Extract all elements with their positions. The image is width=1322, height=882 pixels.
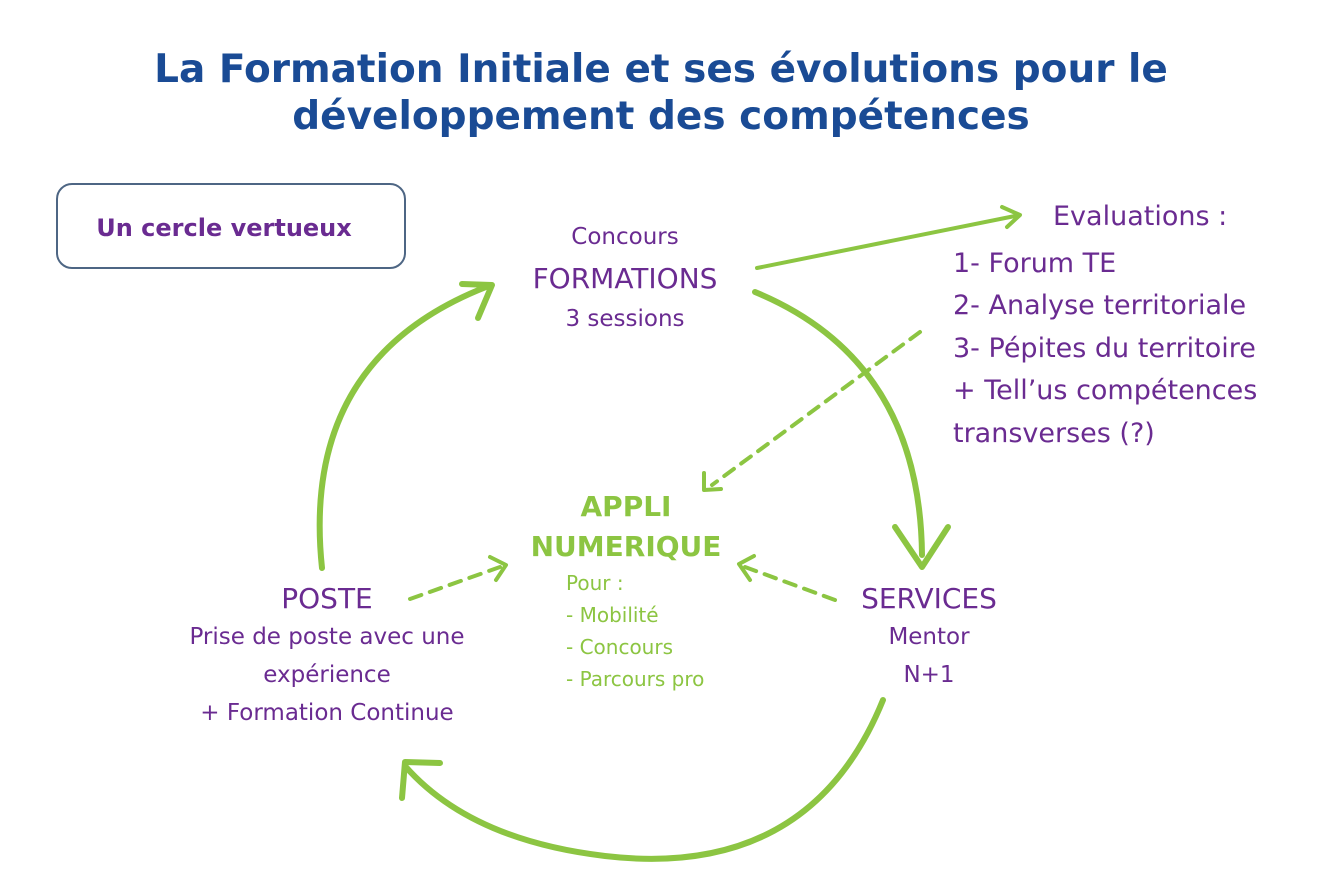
appli-title-line-2: NUMERIQUE xyxy=(530,530,722,563)
evaluation-item: + Tell’us compétences xyxy=(953,375,1258,406)
dashed-arrow-evaluations-to-appli xyxy=(710,330,922,487)
appli-pour-label: Pour : xyxy=(566,571,624,595)
arrowhead-appli-from-evaluations xyxy=(702,471,723,492)
arrowhead-formations xyxy=(459,281,495,321)
arc-poste-to-formations xyxy=(316,284,489,571)
poste-description-line: + Formation Continue xyxy=(200,700,454,726)
poste-description-line: expérience xyxy=(263,662,391,688)
arrowhead-evaluations xyxy=(1000,205,1022,229)
arrowhead-appli-from-services xyxy=(737,554,756,582)
diagram-title-line-2: développement des compétences xyxy=(292,94,1030,139)
services-description-line: Mentor xyxy=(888,624,970,650)
formations-sessions-label: 3 sessions xyxy=(565,306,685,332)
appli-use-item: - Parcours pro xyxy=(566,667,705,691)
arc-formations-to-services xyxy=(752,289,925,558)
appli-use-item: - Mobilité xyxy=(566,603,659,627)
poste-title: POSTE xyxy=(281,582,373,615)
appli-use-item: - Concours xyxy=(566,635,674,659)
services-title: SERVICES xyxy=(861,582,997,615)
evaluation-item: 3- Pépites du territoire xyxy=(953,333,1256,364)
arc-services-to-poste xyxy=(402,697,886,862)
dashed-arrow-services-to-appli xyxy=(743,565,837,602)
evaluation-item: 2- Analyse territoriale xyxy=(953,290,1247,321)
diagram-title-line-1: La Formation Initiale et ses évolutions … xyxy=(154,47,1168,92)
formations-title: FORMATIONS xyxy=(532,262,718,295)
dashed-arrow-poste-to-appli xyxy=(408,565,502,601)
services-description-line: N+1 xyxy=(903,662,955,688)
appli-title-line-1: APPLI xyxy=(580,490,672,523)
arrow-formations-to-evaluations xyxy=(755,214,1017,270)
arrowhead-poste xyxy=(399,759,443,801)
arrowhead-services xyxy=(892,524,951,570)
cercle-vertueux-badge: Un cercle vertueux xyxy=(56,183,406,269)
evaluation-item: 1- Forum TE xyxy=(953,248,1117,279)
badge-label: Un cercle vertueux xyxy=(96,214,352,242)
poste-description-line: Prise de poste avec une xyxy=(189,624,465,650)
formations-concours-label: Concours xyxy=(571,224,679,250)
evaluations-header: Evaluations : xyxy=(1053,201,1228,232)
evaluation-item: transverses (?) xyxy=(953,418,1155,449)
arrowhead-appli-from-poste xyxy=(488,555,508,582)
